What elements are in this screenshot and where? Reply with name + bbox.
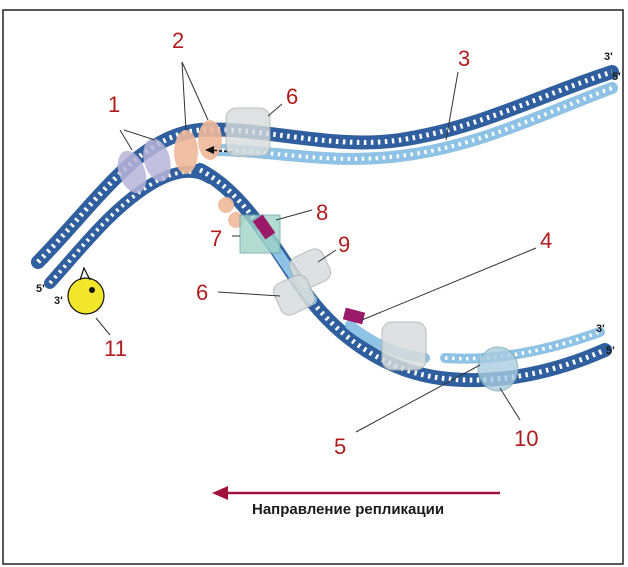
label-9: 9: [338, 232, 350, 257]
topoisomerase-shape: [68, 278, 104, 314]
label-2: 2: [172, 28, 184, 53]
label-1: 1: [108, 92, 120, 117]
replication-direction-arrowhead: [212, 486, 228, 500]
end-top-right-3: 3': [604, 51, 613, 63]
ssb-shape-a: [218, 197, 234, 213]
label-6-lower: 6: [196, 280, 208, 305]
replication-direction-caption: Направление репликации: [252, 501, 444, 518]
end-left-5: 5': [36, 283, 45, 295]
label-7: 7: [210, 226, 222, 251]
polymerase-top: [226, 108, 270, 156]
primase-shape-b: [198, 120, 222, 160]
label-8: 8: [316, 200, 328, 225]
label-11: 11: [104, 336, 127, 361]
end-left-3: 3': [54, 295, 63, 307]
polymerase-mid: [382, 322, 426, 370]
label-6-top: 6: [286, 84, 298, 109]
ligase-shape: [478, 347, 518, 391]
label-4: 4: [540, 228, 552, 253]
end-bottom-right-3: 3': [596, 323, 605, 335]
topoisomerase-dot: [89, 287, 95, 293]
primase-shape-a: [174, 130, 198, 174]
label-3: 3: [458, 46, 470, 71]
label-10: 10: [514, 426, 538, 451]
end-bottom-right-5: 5': [606, 345, 615, 357]
end-top-right-5: 5': [612, 71, 621, 83]
label-5: 5: [334, 434, 346, 459]
